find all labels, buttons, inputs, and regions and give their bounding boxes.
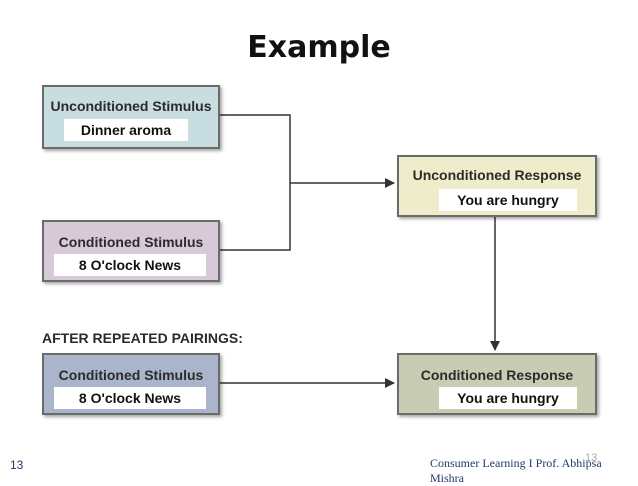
us-connector-line — [218, 114, 291, 183]
unconditioned-response-value: You are hungry — [439, 189, 577, 211]
slide-title: Example — [247, 30, 391, 65]
conditioned-stimulus-after-value: 8 O'clock News — [54, 387, 206, 409]
conditioned-stimulus-label: Conditioned Stimulus — [58, 234, 204, 250]
conditioned-response-value: You are hungry — [439, 387, 577, 409]
conditioned-response-box: Conditioned Response You are hungry — [397, 353, 597, 415]
page-number: 13 — [10, 458, 24, 472]
conditioned-response-label: Conditioned Response — [420, 367, 574, 383]
unconditioned-response-box: Unconditioned Response You are hungry — [397, 155, 597, 217]
unconditioned-stimulus-box: Unconditioned Stimulus Dinner aroma — [42, 85, 220, 149]
conditioned-stimulus-after-label: Conditioned Stimulus — [58, 367, 204, 383]
unconditioned-stimulus-label: Unconditioned Stimulus — [50, 98, 212, 114]
cs-connector-line — [218, 183, 291, 251]
unconditioned-stimulus-value: Dinner aroma — [64, 119, 188, 141]
conditioned-stimulus-value: 8 O'clock News — [54, 254, 206, 276]
conditioned-stimulus-after-box: Conditioned Stimulus 8 O'clock News — [42, 353, 220, 415]
faint-page-number: 13 — [585, 452, 598, 464]
unconditioned-response-label: Unconditioned Response — [412, 167, 582, 183]
footer-credit: Consumer Learning I Prof. Abhipsa Mishra — [430, 456, 602, 485]
conditioned-stimulus-box: Conditioned Stimulus 8 O'clock News — [42, 220, 220, 282]
after-repeated-pairings-label: AFTER REPEATED PAIRINGS: — [42, 330, 243, 346]
